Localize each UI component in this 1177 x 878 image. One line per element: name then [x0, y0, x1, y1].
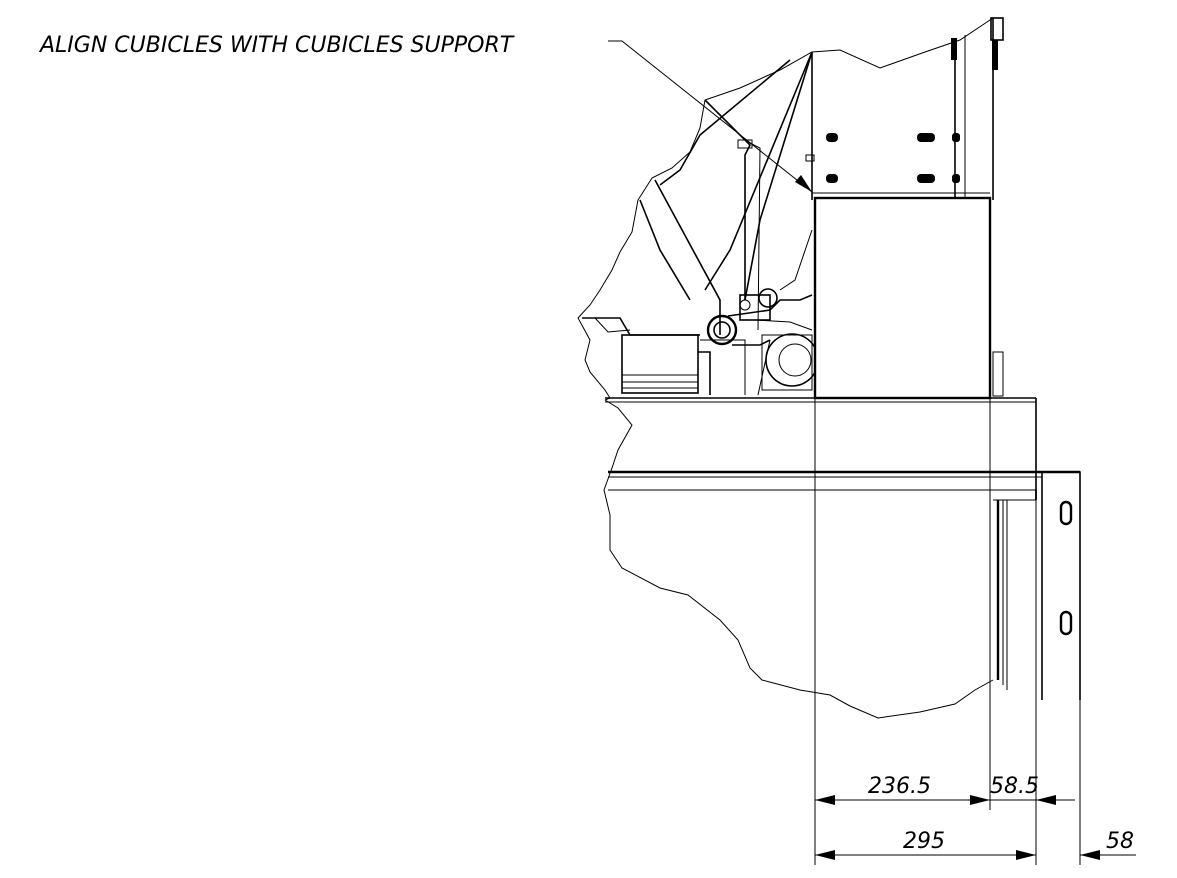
dimension-label-58: 58: [1106, 829, 1134, 854]
dimension-label-58-5: 58.5: [990, 774, 1039, 799]
dimension-58-5: 58.5: [990, 774, 1075, 805]
dimension-58: 58: [1080, 829, 1136, 860]
upper-housing: [805, 17, 1004, 200]
callout-label: ALIGN CUBICLES WITH CUBICLES SUPPORT: [38, 33, 515, 58]
dimension-236-5: 236.5: [815, 774, 990, 805]
dimension-295: 295: [815, 829, 1036, 860]
callout-leader: [608, 40, 813, 193]
dimension-label-236-5: 236.5: [868, 774, 931, 799]
cubicles-support: [605, 397, 1081, 700]
extension-lines: [814, 398, 1081, 865]
dimension-label-295: 295: [903, 829, 945, 854]
break-outline: [577, 17, 994, 719]
cubicle-box: [813, 196, 1004, 400]
